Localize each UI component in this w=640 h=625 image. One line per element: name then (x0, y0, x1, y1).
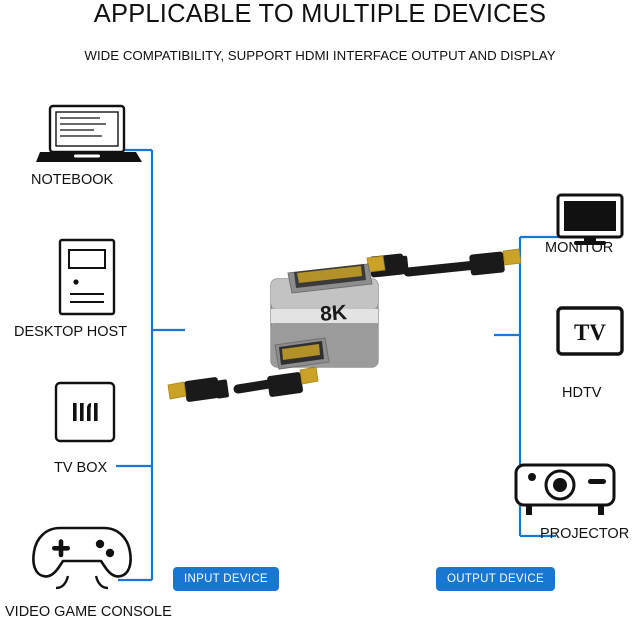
monitor-icon (556, 193, 624, 252)
label-desktop-host: DESKTOP HOST (14, 324, 128, 340)
label-tv-box: TV BOX (54, 460, 108, 476)
badge-output-device[interactable]: OUTPUT DEVICE (436, 567, 555, 591)
desktop-tower-icon (58, 238, 116, 321)
badge-input-device[interactable]: INPUT DEVICE (173, 567, 279, 591)
gamepad-icon (30, 516, 134, 599)
label-hdtv: HDTV (562, 385, 602, 401)
label-video-game-console: VIDEO GAME CONSOLE (5, 604, 172, 620)
label-notebook: NOTEBOOK (31, 172, 114, 188)
svg-text:TV: TV (574, 320, 606, 345)
label-monitor: MONITOR (545, 240, 614, 256)
tv-icon: TV (556, 306, 624, 363)
page-title: APPLICABLE TO MULTIPLE DEVICES (93, 0, 547, 28)
adapter-marking: 8K (319, 301, 347, 326)
projector-icon (512, 455, 618, 526)
page-subtitle: WIDE COMPATIBILITY, SUPPORT HDMI INTERFA… (84, 48, 556, 63)
tv-box-icon (54, 381, 116, 448)
label-projector: PROJECTOR (540, 526, 630, 542)
laptop-icon (36, 104, 146, 171)
